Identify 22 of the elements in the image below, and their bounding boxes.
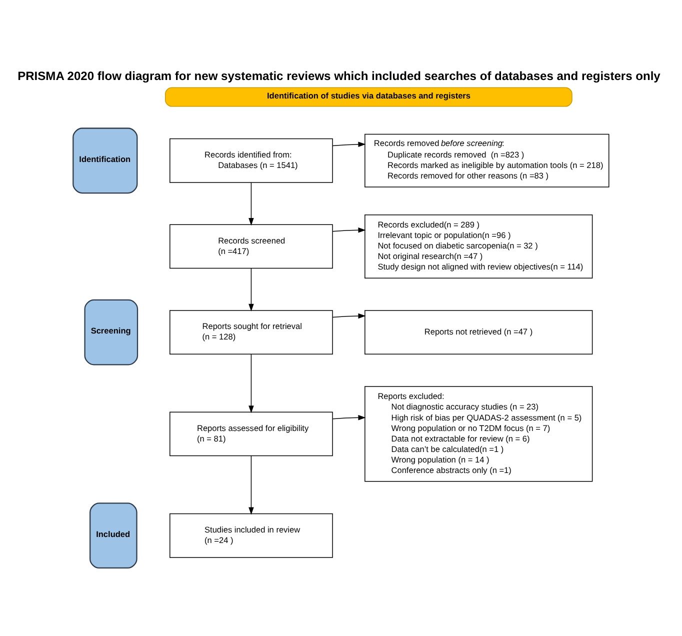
diagram-title: PRISMA 2020 flow diagram for new systematic reviews which included searches of databases and registers only bbox=[18, 68, 660, 83]
arrow bbox=[248, 456, 254, 515]
node-box: Identification of studies via databases and registers bbox=[165, 87, 572, 107]
arrow bbox=[248, 354, 254, 414]
arrow bbox=[248, 268, 254, 312]
node-box: Reports sought for retrieval (n = 128) bbox=[170, 310, 333, 355]
arrow bbox=[248, 182, 254, 226]
node-box: Reports not retrieved (n =47 ) bbox=[364, 310, 593, 355]
node-box: Included bbox=[90, 502, 138, 569]
node-box: Records removed before screening: Duplicate records removed (n =823 ) Records marked as ineligible by automation tools (n = 218) Records removed for other reasons (n =83 ) bbox=[364, 134, 610, 188]
arrow bbox=[332, 415, 366, 420]
node-box: Records screened (n =417) bbox=[170, 224, 333, 269]
node-box: Identification bbox=[72, 128, 138, 194]
node-box: Reports excluded: Not diagnostic accuracy studies (n = 23) High risk of bias per QUADAS-2 assessment (n = 5) Wrong population or no T2DM focus (n = 7) Data not extractable for review (n = 6) Data can’t be calculated(n =1 ) Wrong population (n = 14 ) Conference abstracts only (n =1) bbox=[364, 386, 593, 482]
node-box: Records identified from: Databases (n = 1541) bbox=[170, 138, 333, 183]
arrow bbox=[332, 142, 366, 148]
node-box: Reports assessed for eligibility (n = 81) bbox=[170, 412, 333, 456]
node-box: Studies included in review (n =24 ) bbox=[170, 513, 333, 558]
arrow bbox=[332, 313, 366, 319]
arrow bbox=[332, 228, 366, 233]
node-box: Screening bbox=[84, 299, 138, 366]
node-box: Records excluded(n = 289 ) Irrelevant topic or population(n =96 ) Not focused on diabetic sarcopenia(n = 32 ) Not original research(n =47 ) Study design not aligned with review objectives(n = 114) bbox=[364, 214, 593, 278]
